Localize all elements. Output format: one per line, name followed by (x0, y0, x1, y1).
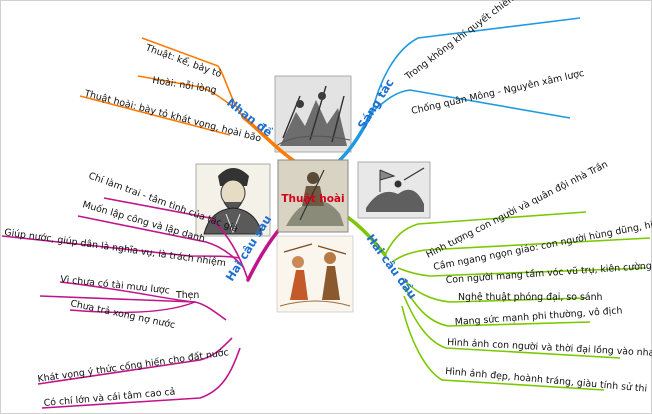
hai-cau-sau-item: Thẹn (175, 290, 199, 301)
hai-cau-sau-item: Vì chưa có tài mưu lược (60, 274, 171, 296)
hai-cau-sau-item: Khát vọng ý thức cống hiến cho đất nước (37, 347, 229, 385)
branch-label-hai-cau-dau: Hai câu đầu (364, 232, 420, 302)
center-topic: Thuật hoài (277, 159, 349, 233)
soldiers-scene-illustration (276, 235, 354, 313)
hai-cau-sau-item: Có chí lớn và cái tâm cao cả (43, 387, 175, 409)
hai-cau-sau-item: Chưa trả xong nợ nước (69, 298, 176, 331)
battle-scene-illustration (274, 75, 352, 153)
cavalry-scene-illustration (357, 161, 431, 219)
center-title: Thuật hoài (281, 193, 344, 205)
hai-cau-dau-item: Mang sức mạnh phi thường, vô địch (454, 305, 622, 328)
branch-label-sang-tac: Sáng tác (355, 76, 397, 132)
general-portrait-illustration (195, 163, 271, 237)
hai-cau-dau-item: Nghệ thuật phóng đại, so sánh (458, 292, 603, 303)
branch-sang-tac: Sáng tác Trong không khí quyết chiến quy… (355, 0, 612, 132)
nhan-de-item: Hoài: nỗi lòng (152, 75, 218, 96)
sang-tac-item: Chống quân Mông - Nguyên xâm lược (410, 68, 585, 117)
branch-nhan-de: Nhan đề Thuật: kể, bày tỏ Hoài: nỗi lòng… (79, 37, 275, 145)
hai-cau-dau-item: Hình ảnh đẹp, hoành tráng, giàu tính sử … (445, 366, 648, 395)
hai-cau-dau-item: Hình ảnh con người và thời đại lồng vào … (447, 337, 652, 359)
